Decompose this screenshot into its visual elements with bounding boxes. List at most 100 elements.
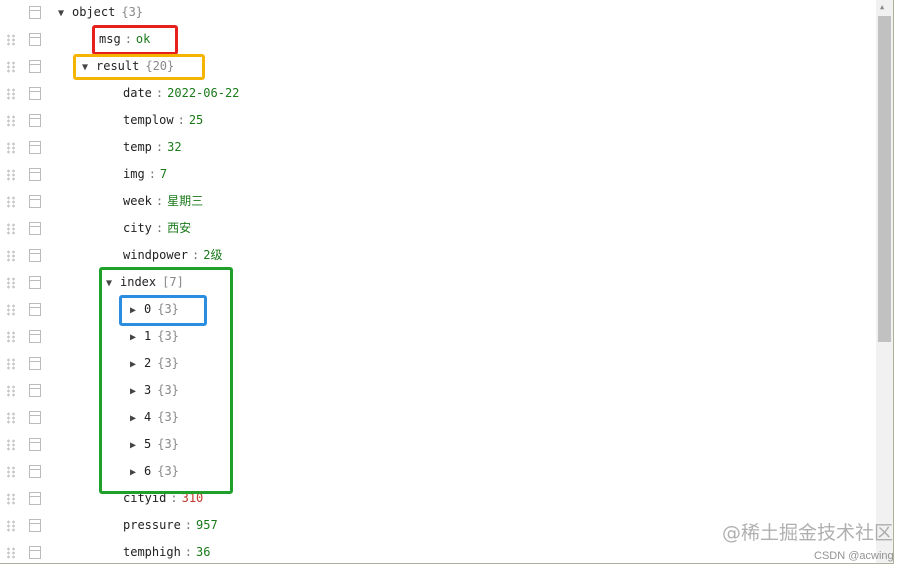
node-key[interactable]: temp	[123, 140, 152, 154]
drag-handle-icon[interactable]	[6, 277, 16, 289]
expand-icon[interactable]: ▶	[130, 305, 137, 316]
row-menu-icon[interactable]	[29, 492, 41, 505]
row-menu-icon[interactable]	[29, 465, 41, 478]
drag-handle-icon[interactable]	[6, 547, 16, 559]
collapse-icon[interactable]: ▼	[82, 62, 89, 73]
node-count: [7]	[162, 275, 184, 289]
drag-handle-icon[interactable]	[6, 250, 16, 262]
row-menu-icon[interactable]	[29, 195, 41, 208]
tree-row: city:西安	[0, 216, 870, 243]
node-key[interactable]: date	[123, 86, 152, 100]
drag-handle-icon[interactable]	[6, 169, 16, 181]
expand-icon[interactable]: ▶	[130, 413, 137, 424]
node-key[interactable]: temphigh	[123, 545, 181, 559]
drag-handle-icon[interactable]	[6, 223, 16, 235]
tree-row: ▶0{3}	[0, 297, 870, 324]
row-menu-icon[interactable]	[29, 114, 41, 127]
node-count: {3}	[121, 5, 144, 19]
row-menu-icon[interactable]	[29, 546, 41, 559]
drag-handle-icon[interactable]	[6, 61, 16, 73]
drag-handle-icon[interactable]	[6, 304, 16, 316]
node-count: {3}	[157, 464, 179, 478]
row-menu-icon[interactable]	[29, 303, 41, 316]
row-menu-icon[interactable]	[29, 87, 41, 100]
tree-row: cityid:310	[0, 486, 870, 513]
node-value[interactable]: 32	[167, 140, 182, 154]
row-menu-icon[interactable]	[29, 519, 41, 532]
drag-handle-icon[interactable]	[6, 115, 16, 127]
node-value[interactable]: 2级	[203, 248, 223, 262]
row-menu-icon[interactable]	[29, 222, 41, 235]
expand-icon[interactable]: ▶	[130, 386, 137, 397]
node-key[interactable]: 0	[144, 302, 152, 316]
row-menu-icon[interactable]	[29, 411, 41, 424]
drag-handle-icon[interactable]	[6, 385, 16, 397]
row-menu-icon[interactable]	[29, 6, 41, 19]
highlight-index	[99, 267, 233, 494]
node-key[interactable]: 3	[144, 383, 152, 397]
row-menu-icon[interactable]	[29, 276, 41, 289]
expand-icon[interactable]: ▶	[130, 467, 137, 478]
drag-handle-icon[interactable]	[6, 412, 16, 424]
node-value[interactable]: 西安	[167, 221, 192, 235]
node-value[interactable]: ok	[135, 32, 151, 46]
drag-handle-icon[interactable]	[6, 439, 16, 451]
drag-handle-icon[interactable]	[6, 331, 16, 343]
tree-row: date:2022-06-22	[0, 81, 870, 108]
node-value[interactable]: 36	[196, 545, 211, 559]
collapse-icon[interactable]: ▼	[106, 278, 113, 289]
drag-handle-icon[interactable]	[6, 34, 16, 46]
row-menu-icon[interactable]	[29, 168, 41, 181]
drag-handle-icon[interactable]	[6, 493, 16, 505]
row-menu-icon[interactable]	[29, 60, 41, 73]
node-key[interactable]: windpower	[123, 248, 189, 262]
node-key[interactable]: 2	[144, 356, 152, 370]
node-key[interactable]: city	[123, 221, 152, 235]
tree-row: ▼ object {3}	[0, 0, 870, 27]
node-value[interactable]: 星期三	[167, 194, 204, 208]
node-key[interactable]: 4	[144, 410, 152, 424]
expand-icon[interactable]: ▶	[130, 332, 137, 343]
row-menu-icon[interactable]	[29, 330, 41, 343]
drag-handle-icon[interactable]	[6, 88, 16, 100]
node-key[interactable]: index	[120, 275, 157, 289]
row-menu-icon[interactable]	[29, 438, 41, 451]
collapse-icon[interactable]: ▼	[58, 8, 65, 19]
node-value[interactable]: 25	[188, 113, 204, 127]
node-key[interactable]: 5	[144, 437, 152, 451]
expand-icon[interactable]: ▶	[130, 359, 137, 370]
node-value[interactable]: 2022-06-22	[167, 86, 240, 100]
node-key[interactable]: cityid	[123, 491, 167, 505]
drag-handle-icon[interactable]	[6, 142, 16, 154]
node-value[interactable]: 310	[181, 491, 204, 505]
tree-row: week:星期三	[0, 189, 870, 216]
drag-handle-icon[interactable]	[6, 466, 16, 478]
node-key[interactable]: object	[72, 5, 116, 19]
drag-handle-icon[interactable]	[6, 520, 16, 532]
row-menu-icon[interactable]	[29, 249, 41, 262]
row-menu-icon[interactable]	[29, 33, 41, 46]
node-value[interactable]: 957	[196, 518, 218, 532]
node-key[interactable]: img	[123, 167, 145, 181]
scroll-up-icon[interactable]: ▲	[880, 3, 885, 11]
node-key[interactable]: msg	[99, 32, 121, 46]
node-key[interactable]: templow	[123, 113, 174, 127]
node-key[interactable]: pressure	[123, 518, 181, 532]
row-menu-icon[interactable]	[29, 384, 41, 397]
vertical-scrollbar[interactable]: ▲	[876, 0, 893, 563]
node-key[interactable]: result	[96, 59, 140, 73]
tree-row: ▶3{3}	[0, 378, 870, 405]
node-value[interactable]: 7	[159, 167, 168, 181]
node-key[interactable]: week	[123, 194, 152, 208]
node-key[interactable]: 1	[144, 329, 152, 343]
separator: :	[155, 86, 164, 100]
drag-handle-icon[interactable]	[6, 196, 16, 208]
node-count: {3}	[157, 329, 179, 343]
drag-handle-icon[interactable]	[6, 358, 16, 370]
expand-icon[interactable]: ▶	[130, 440, 137, 451]
scrollbar-thumb[interactable]	[878, 16, 891, 342]
row-menu-icon[interactable]	[29, 357, 41, 370]
node-key[interactable]: 6	[144, 464, 152, 478]
watermark: @稀土掘金技术社区	[722, 522, 894, 544]
row-menu-icon[interactable]	[29, 141, 41, 154]
